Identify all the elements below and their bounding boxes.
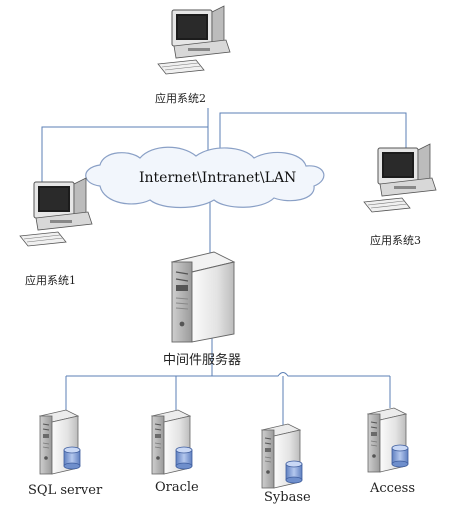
client-computer-3 (363, 143, 437, 213)
client-label-2: 应用系统2 (155, 92, 206, 105)
db-label-access: Access (370, 481, 415, 496)
middleware-label: 中间件服务器 (163, 353, 242, 368)
db-bus-line (66, 372, 390, 377)
database-server-sybase (261, 423, 303, 489)
connector-client3 (219, 112, 407, 160)
network-label: Internet\Intranet\LAN (139, 170, 297, 186)
client-label-1: 应用系统1 (25, 274, 76, 287)
database-server-oracle (151, 409, 193, 475)
client-label-3: 应用系统3 (370, 234, 421, 247)
client-computer-2 (157, 5, 231, 75)
network-cloud-icon (85, 146, 325, 209)
db-label-oracle: Oracle (155, 480, 199, 495)
db-label-sqlserver: SQL server (28, 483, 103, 498)
db-label-sybase: Sybase (264, 490, 311, 505)
client-computer-1 (19, 177, 93, 247)
database-server-access (367, 407, 409, 473)
middleware-server-icon (170, 251, 236, 343)
database-server-sqlserver (39, 409, 81, 475)
